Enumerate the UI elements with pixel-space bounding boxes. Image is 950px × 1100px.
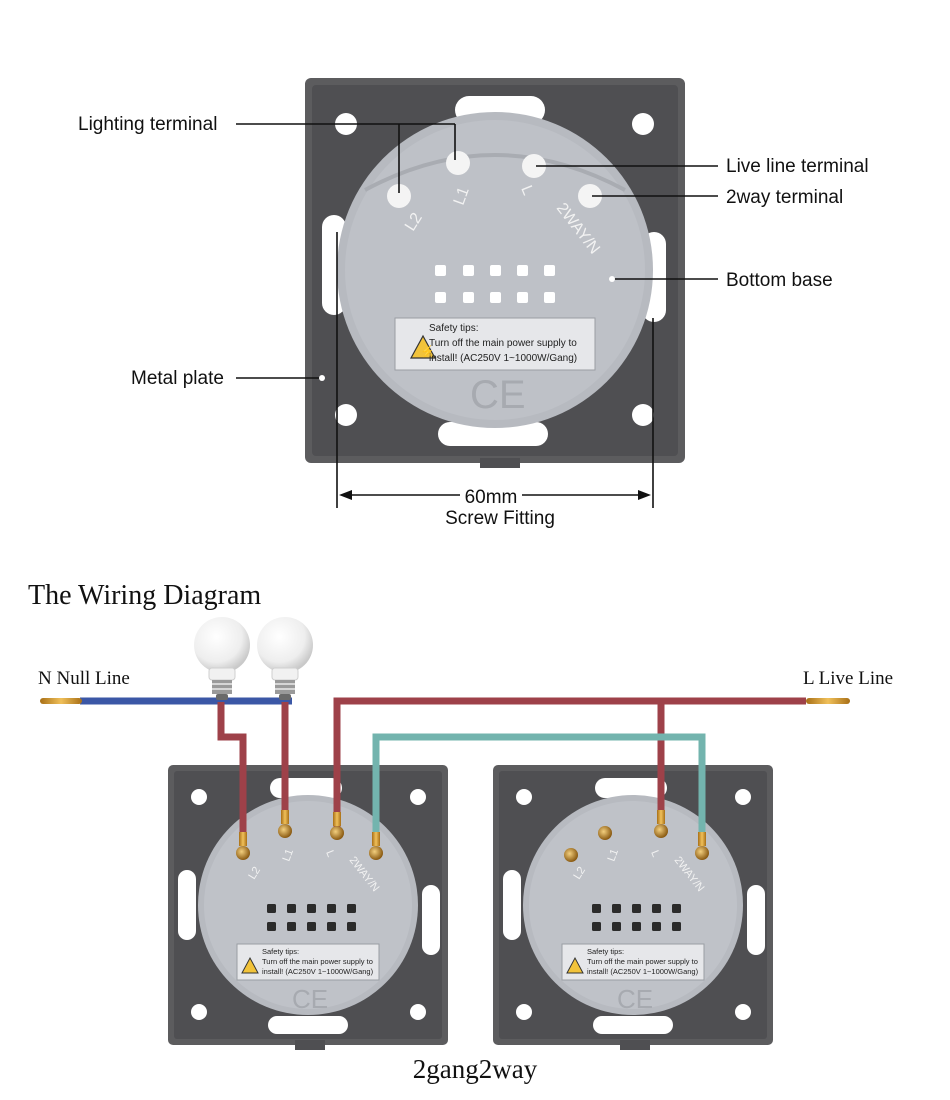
dimension-line [336,232,654,508]
safety-line-1: Turn off the main power supply to [429,338,577,349]
live-line-label: L Live Line [803,668,893,689]
switch-2-safety-title: Safety tips: [587,947,624,956]
top-switch-module: L2 L1 L 2WAY/N ⚡ Safety tips: Turn off t… [305,78,685,468]
bulb-2 [257,617,313,700]
terminal-connections [236,810,709,860]
terminal-hole-l [522,154,546,178]
callout-metal-plate: Metal plate [131,368,224,389]
switch-2-ce-mark: CE [617,984,653,1014]
switch-1-safety-line-2: install! (AC250V 1~1000W/Gang) [262,967,374,976]
switch-1: Safety tips: Turn off the main power sup… [168,765,448,1050]
terminal-label-l1: L1 [451,185,473,208]
safety-title: Safety tips: [429,323,478,334]
callouts [236,123,718,379]
wires [80,697,806,842]
ce-mark: CE [470,373,526,417]
null-line-label: N Null Line [38,668,130,689]
switch-2-label-l2: L2 [571,865,588,882]
wiring-title: The Wiring Diagram [28,580,261,611]
warning-icon [409,334,437,359]
safety-label: ⚡ Safety tips: Turn off the main power s… [394,317,596,371]
switch-2-label-l: L [648,849,661,859]
callout-bottom-base: Bottom base [726,270,833,291]
bulb-1 [194,617,250,700]
dimension-value: 60mm [465,487,518,508]
switch-1-label-l1: L1 [281,847,296,863]
lamp-1-feed [217,702,247,842]
terminal-label-l2: L2 [402,210,426,234]
switch-2-safety-line-1: Turn off the main power supply to [587,957,698,966]
switch-2-safety-line-2: install! (AC250V 1~1000W/Gang) [587,967,699,976]
warning-icon [566,956,584,974]
switch-1-safety-title: Safety tips: [262,947,299,956]
warning-icon [241,956,259,974]
callout-2way-terminal: 2way terminal [726,187,843,208]
terminal-hole-2way [578,184,602,208]
svg-text:⚡: ⚡ [421,345,435,358]
terminal-hole-l2 [387,184,411,208]
twoway-wire [372,733,706,842]
vent-grid [435,265,555,303]
switch-1-label-l: L [323,849,336,859]
callout-lighting-terminal: Lighting terminal [78,114,217,135]
live-wire [333,697,806,832]
dimension-caption: Screw Fitting [445,508,555,529]
switch-1-label-l2: L2 [246,865,263,882]
switch-1-safety-line-1: Turn off the main power supply to [262,957,373,966]
switch-2-label-l1: L1 [606,847,621,863]
callout-live-line-terminal: Live line terminal [726,156,869,177]
switch-2: Safety tips: Turn off the main power sup… [493,765,773,1050]
wiring-caption: 2gang2way [413,1054,538,1084]
switch-1-ce-mark: CE [292,984,328,1014]
terminal-hole-l1 [446,151,470,175]
safety-line-2: install! (AC250V 1~1000W/Gang) [429,353,577,364]
